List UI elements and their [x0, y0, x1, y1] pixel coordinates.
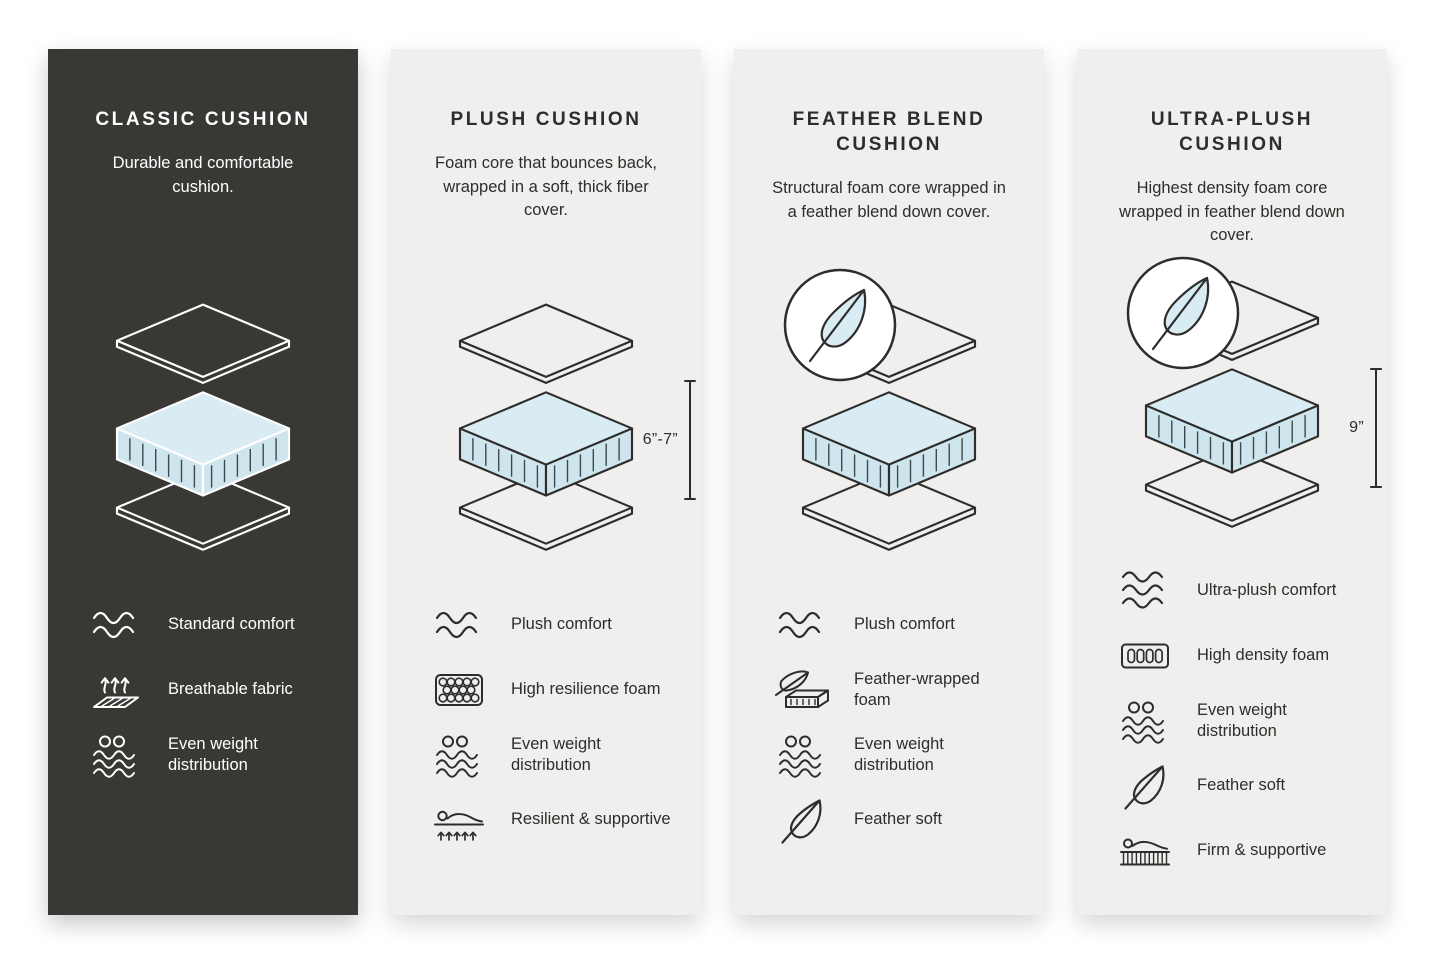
- feature-item: Plush comfort: [431, 601, 675, 649]
- panel-ultra-plush-cushion: ULTRA-PLUSH CUSHION Highest density foam…: [1077, 49, 1387, 915]
- resilient-supportive-icon: [431, 796, 487, 844]
- even-weight-icon: [774, 731, 830, 779]
- feather-wrapped-foam-icon: [774, 666, 830, 714]
- feature-label: Even weight distribution: [1197, 700, 1287, 740]
- dimension-line: [683, 379, 697, 501]
- feature-item: Plush comfort: [774, 601, 1018, 649]
- feature-list: Ultra-plush comfort High density foam Ev…: [1103, 567, 1361, 875]
- panel-classic-cushion: CLASSIC CUSHION Durable and comfortable …: [48, 49, 358, 915]
- even-weight-icon: [1117, 697, 1173, 745]
- even-weight-icon: [88, 731, 144, 779]
- feature-item: Feather soft: [1117, 762, 1361, 810]
- feature-label: Feather soft: [854, 810, 943, 829]
- feature-label: Feather soft: [1197, 776, 1286, 795]
- feature-label: Resilient & supportive: [511, 810, 671, 829]
- cushion-diagram: [434, 296, 658, 554]
- feature-label: Plush comfort: [854, 615, 955, 634]
- feature-list: Plush comfort Feather-wrapped foam Even …: [760, 601, 1018, 844]
- feature-item: Breathable fabric: [88, 666, 332, 714]
- feature-label: Ultra-plush comfort: [1197, 581, 1337, 600]
- feature-label: High resilience foam: [511, 680, 661, 699]
- dimension-line: [1369, 367, 1383, 489]
- dimension-label: 6”-7”: [642, 431, 678, 448]
- feature-item: High resilience foam: [431, 666, 675, 714]
- panel-title: PLUSH CUSHION: [450, 109, 642, 130]
- panel-header: FEATHER BLEND CUSHION Structural foam co…: [760, 107, 1018, 275]
- wave-comfort-icon: [431, 601, 487, 649]
- feature-label: High density foam: [1197, 646, 1330, 665]
- feature-label: Standard comfort: [168, 615, 295, 634]
- feature-label: Plush comfort: [511, 615, 612, 634]
- cushion-layers-illustration: 9”: [1103, 267, 1361, 537]
- feature-label: Feather-wrapped foam: [854, 669, 980, 709]
- panel-header: ULTRA-PLUSH CUSHION Highest density foam…: [1103, 107, 1361, 263]
- panel-description: Durable and comfortable cushion.: [112, 154, 294, 196]
- feature-label: Breathable fabric: [168, 680, 293, 699]
- breathable-fabric-icon: [88, 666, 144, 714]
- cushion-diagram: [91, 296, 315, 554]
- feature-item: Even weight distribution: [431, 731, 675, 779]
- feature-item: Resilient & supportive: [431, 796, 675, 844]
- feature-item: Even weight distribution: [1117, 697, 1361, 745]
- feature-item: Firm & supportive: [1117, 827, 1361, 875]
- panel-title: FEATHER BLEND CUSHION: [792, 109, 986, 156]
- feature-label: Even weight distribution: [511, 734, 601, 774]
- resilience-foam-icon: [431, 666, 487, 714]
- wave-comfort-3-icon: [1117, 567, 1173, 615]
- feature-item: Even weight distribution: [88, 731, 332, 779]
- feature-item: Feather soft: [774, 796, 1018, 844]
- wave-comfort-icon: [88, 601, 144, 649]
- feature-label: Even weight distribution: [168, 734, 258, 774]
- feature-label: Even weight distribution: [854, 734, 944, 774]
- panel-description: Foam core that bounces back, wrapped in …: [435, 154, 657, 219]
- density-foam-icon: [1117, 632, 1173, 680]
- panel-description: Highest density foam core wrapped in fea…: [1119, 179, 1345, 244]
- cushion-layers-illustration: [760, 279, 1018, 571]
- feather-soft-icon: [1117, 762, 1173, 810]
- cushion-layers-illustration: [74, 279, 332, 571]
- height-dimension: 6”-7”: [643, 379, 697, 501]
- feather-badge-icon: [780, 265, 900, 385]
- cushion-layers-illustration: 6”-7”: [417, 279, 675, 571]
- panel-header: PLUSH CUSHION Foam core that bounces bac…: [417, 107, 675, 275]
- feature-item: Standard comfort: [88, 601, 332, 649]
- panel-title: ULTRA-PLUSH CUSHION: [1150, 109, 1314, 156]
- feature-list: Plush comfort High resilience foam Even …: [417, 601, 675, 844]
- firm-supportive-icon: [1117, 827, 1173, 875]
- panel-header: CLASSIC CUSHION Durable and comfortable …: [74, 107, 332, 275]
- feature-item: Ultra-plush comfort: [1117, 567, 1361, 615]
- even-weight-icon: [431, 731, 487, 779]
- feather-soft-icon: [774, 796, 830, 844]
- feature-item: High density foam: [1117, 632, 1361, 680]
- panel-title: CLASSIC CUSHION: [95, 109, 311, 130]
- feather-badge-icon: [1123, 253, 1243, 373]
- dimension-label: 9”: [1349, 418, 1364, 436]
- height-dimension: 9”: [1349, 367, 1383, 489]
- panel-plush-cushion: PLUSH CUSHION Foam core that bounces bac…: [391, 49, 701, 915]
- panel-feather-blend-cushion: FEATHER BLEND CUSHION Structural foam co…: [734, 49, 1044, 915]
- panel-description: Structural foam core wrapped in a feathe…: [772, 179, 1006, 221]
- feature-label: Firm & supportive: [1197, 841, 1327, 860]
- feature-item: Feather-wrapped foam: [774, 666, 1018, 714]
- feature-list: Standard comfort Breathable fabric Even …: [74, 601, 332, 779]
- wave-comfort-icon: [774, 601, 830, 649]
- feature-item: Even weight distribution: [774, 731, 1018, 779]
